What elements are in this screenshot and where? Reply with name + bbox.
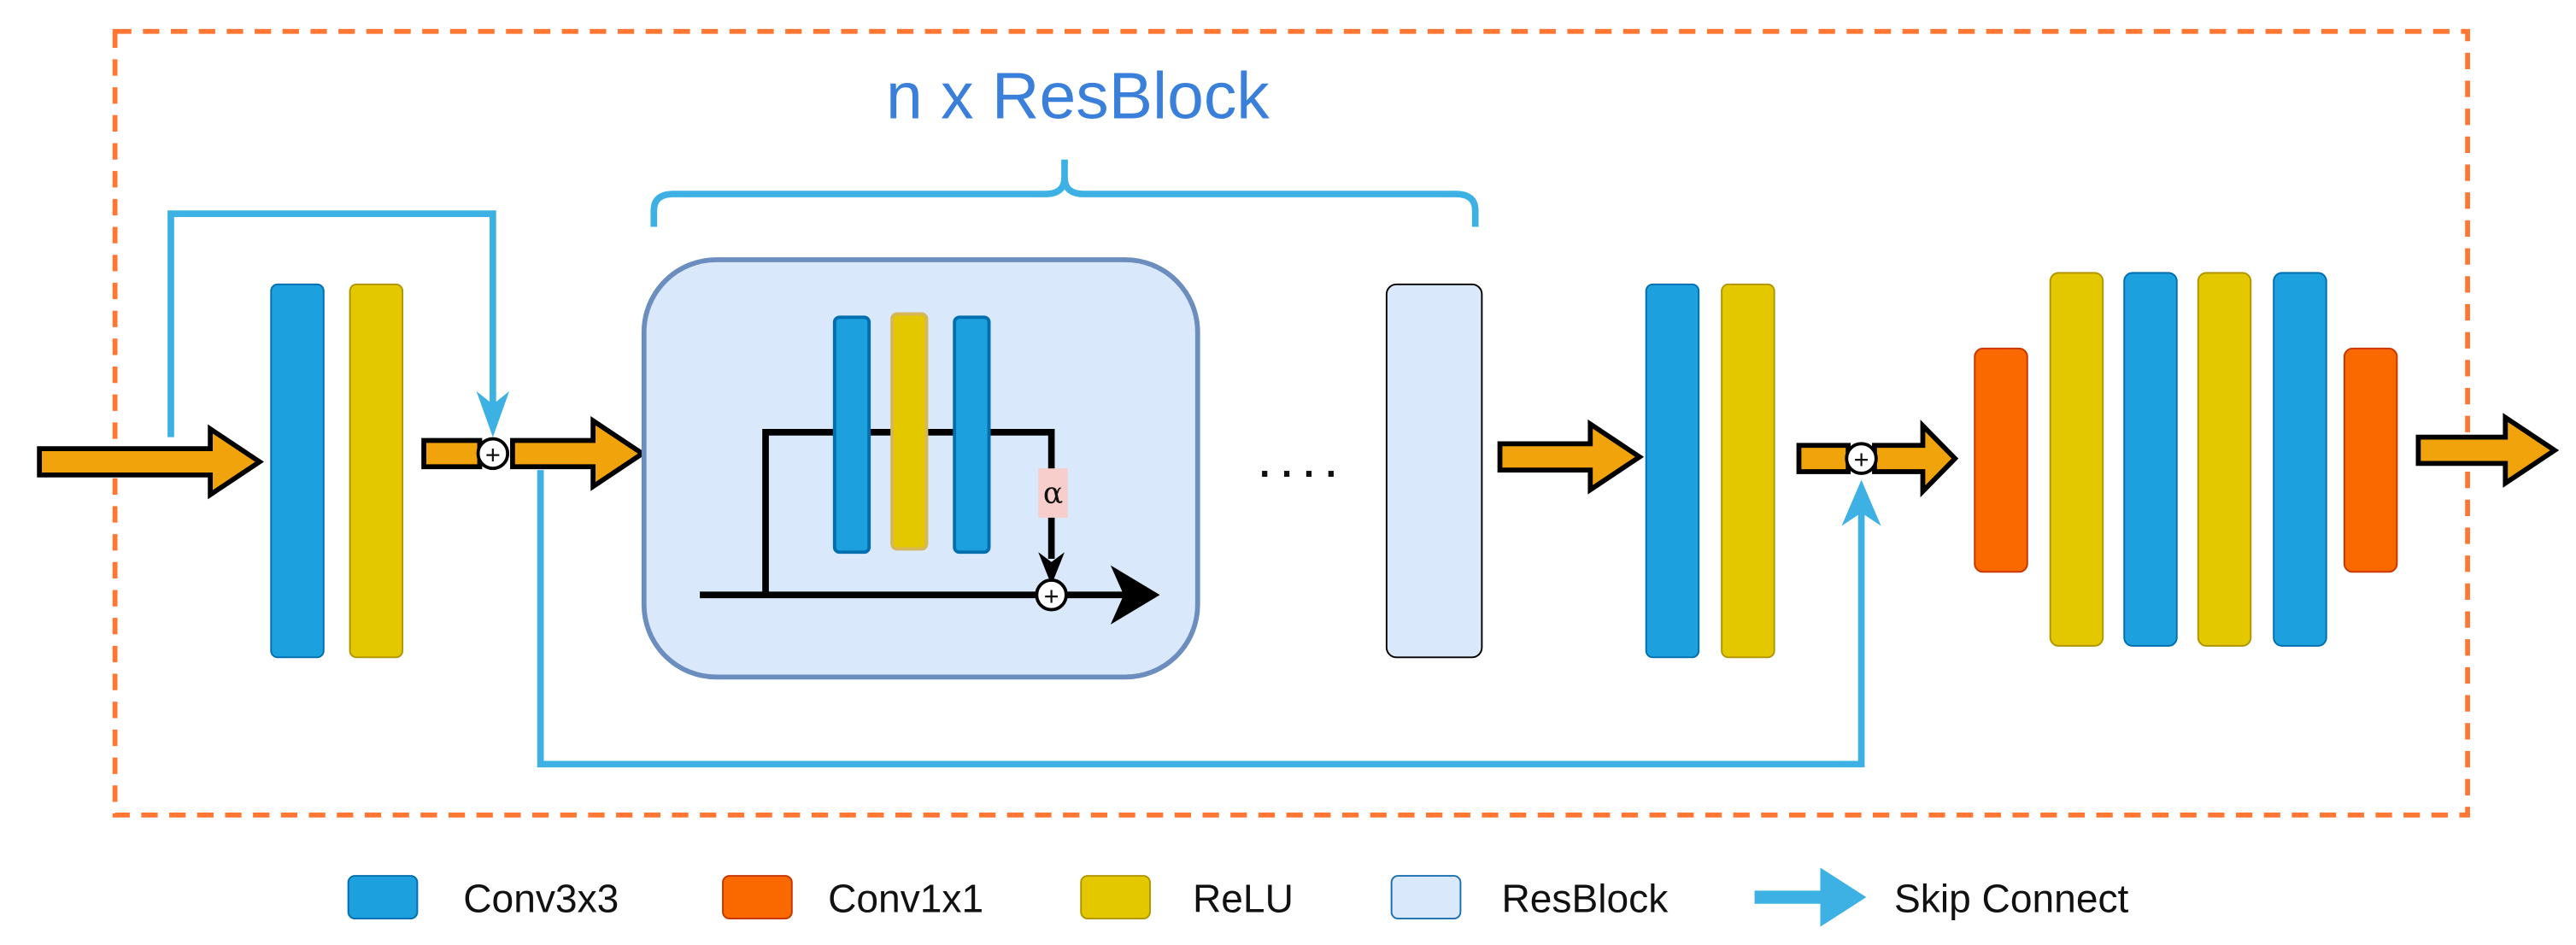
- resblock-output-arrowhead: [1110, 565, 1160, 625]
- legend-swatch-relu: [1080, 875, 1151, 920]
- legend-label-conv1x1: Conv1x1: [828, 876, 983, 920]
- alpha-scale-box: [1038, 468, 1068, 518]
- resblock-relu-layer: [890, 312, 929, 551]
- body-relu-layer: [1721, 283, 1775, 659]
- legend-label-resblock: ResBlock: [1501, 876, 1669, 920]
- sum-to-tail-flow-arrow: [1872, 420, 1959, 498]
- body-conv3x3-layer: [1645, 283, 1700, 659]
- resblock-conv3x3-layer-b: [953, 315, 991, 555]
- svg-text:+: +: [1044, 581, 1059, 611]
- skip-connection-top: [167, 210, 496, 437]
- resblock-n: [1385, 283, 1483, 659]
- alpha-label: α: [1043, 477, 1063, 511]
- tail-conv3x3-layer-a: [2123, 272, 2178, 647]
- skip-connection-bottom: [537, 470, 1865, 768]
- legend-swatch-conv1x1: [722, 875, 793, 920]
- repeat-ellipsis: ....: [1257, 426, 1345, 489]
- resblock-group-brace: [650, 159, 1479, 227]
- head-to-sum-flow: [421, 437, 483, 470]
- tail-conv1x1-layer-a: [1974, 347, 2028, 573]
- resblock-conv3x3-layer-a: [832, 315, 871, 555]
- tail-conv1x1-layer-b: [2343, 347, 2398, 573]
- tail-relu-layer-a: [2049, 272, 2104, 647]
- head-conv3x3-layer: [270, 283, 325, 659]
- alpha-arrowhead: [1038, 552, 1065, 585]
- input-flow-arrow: [37, 424, 265, 500]
- svg-text:+: +: [485, 439, 501, 469]
- tail-conv3x3-layer-b: [2273, 272, 2327, 647]
- sum-to-resblock-flow-arrow: [510, 416, 648, 491]
- output-flow-arrow: [2415, 413, 2560, 488]
- body-to-sum-flow: [1796, 443, 1851, 474]
- skip-arrowhead-bottom: [1841, 479, 1881, 526]
- svg-text:+: +: [1854, 444, 1869, 474]
- head-relu-layer: [349, 283, 404, 659]
- legend-label-conv3x3: Conv3x3: [463, 876, 619, 920]
- sum-node-1: +: [476, 437, 510, 471]
- skip-arrowhead-top: [476, 390, 510, 437]
- outer-boundary: [112, 28, 2470, 818]
- legend-label-relu: ReLU: [1193, 876, 1294, 920]
- sum-node-2: +: [1845, 442, 1878, 475]
- legend-skip-arrow-icon: [1754, 867, 1867, 927]
- legend-swatch-conv3x3: [347, 875, 419, 920]
- legend-label-skip: Skip Connect: [1894, 876, 2129, 920]
- resblock-to-body-flow-arrow: [1497, 419, 1645, 495]
- legend: Conv3x3 Conv1x1 ReLU ResBlock Skip Conne…: [347, 867, 2129, 927]
- resblock-sum-node: +: [1035, 578, 1068, 612]
- legend-swatch-resblock: [1390, 875, 1462, 920]
- resblock-group-title: n x ResBlock: [886, 60, 1270, 133]
- tail-relu-layer-b: [2197, 272, 2252, 647]
